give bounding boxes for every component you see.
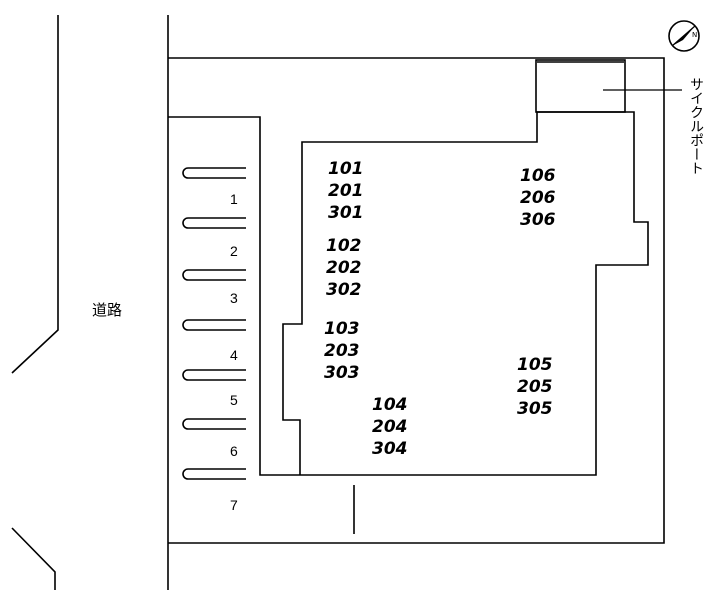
unit-102: 102 (326, 236, 362, 256)
road-edge-lower (11, 527, 56, 590)
unit-204: 204 (372, 417, 408, 437)
svg-text:N: N (692, 31, 697, 39)
parking-stall-divider (182, 217, 246, 229)
cycle-port-label: サイクルポート (688, 77, 704, 175)
parking-stall-divider (182, 167, 246, 179)
unit-105: 105 (517, 355, 553, 375)
unit-303: 303 (324, 363, 360, 383)
unit-203: 203 (324, 341, 360, 361)
unit-301: 301 (328, 203, 364, 223)
parking-number-7: 7 (230, 497, 238, 513)
parking-stall-divider (182, 269, 246, 281)
unit-205: 205 (517, 377, 553, 397)
parking-stall-divider (182, 369, 246, 381)
parking-number-4: 4 (230, 347, 238, 363)
site-boundary (168, 57, 665, 544)
north-arrow-icon: N (668, 20, 700, 52)
unit-labels: 101 201 301 102 202 302 103 203 303 104 … (324, 159, 556, 459)
unit-206: 206 (520, 188, 556, 208)
unit-103: 103 (324, 319, 360, 339)
unit-304: 304 (372, 439, 408, 459)
road (11, 15, 169, 590)
road-label: 道路 (92, 301, 122, 319)
parking-stall-divider (182, 418, 246, 430)
parking-number-5: 5 (230, 392, 238, 408)
unit-306: 306 (520, 210, 556, 230)
unit-302: 302 (326, 280, 362, 300)
parking-stalls (182, 167, 246, 480)
parking-area-outline (168, 116, 300, 476)
unit-202: 202 (326, 258, 362, 278)
parking-stall-divider (182, 468, 246, 480)
unit-101: 101 (328, 159, 364, 179)
parking-number-6: 6 (230, 443, 238, 459)
parking-stall-divider (182, 319, 246, 331)
parking-numbers: 1 2 3 4 5 6 7 (230, 191, 238, 513)
unit-201: 201 (328, 181, 364, 201)
unit-305: 305 (517, 399, 553, 419)
parking-number-3: 3 (230, 290, 238, 306)
cycle-port (535, 59, 682, 113)
parking-number-2: 2 (230, 243, 238, 259)
unit-106: 106 (520, 166, 556, 186)
unit-104: 104 (372, 395, 408, 415)
road-edge-upper (11, 15, 59, 374)
parking-number-1: 1 (230, 191, 238, 207)
cycle-port-box (535, 59, 626, 113)
